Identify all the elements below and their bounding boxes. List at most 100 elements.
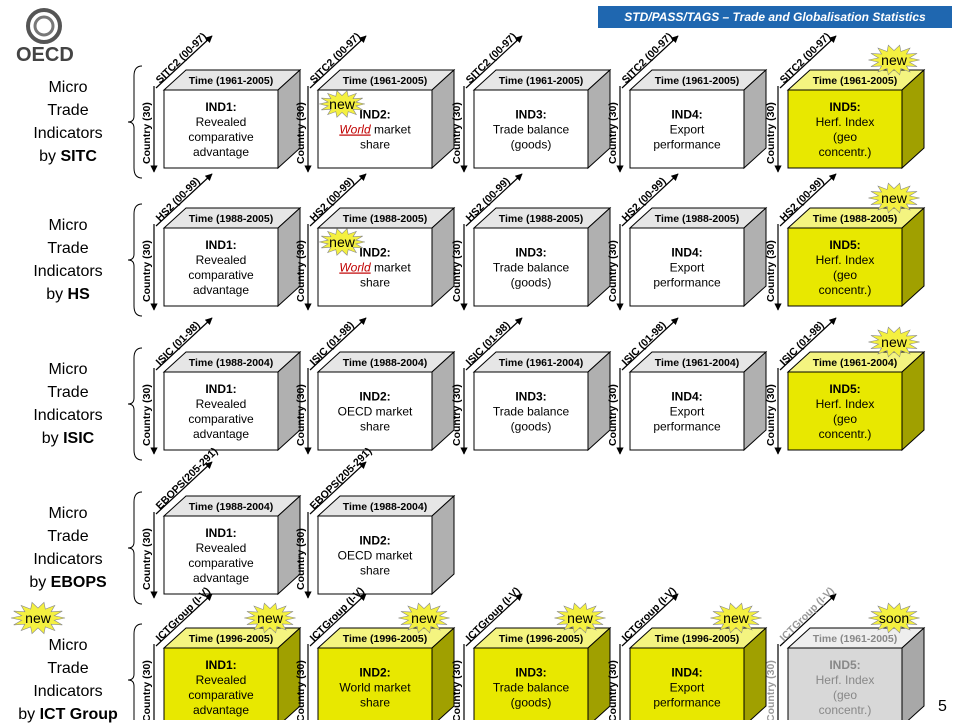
row-title-line: by SITC bbox=[39, 148, 97, 165]
indicator-description: Trade balance bbox=[493, 681, 570, 695]
dimension-arrow bbox=[309, 35, 367, 89]
country-label: Country (30) bbox=[451, 102, 463, 164]
cube-front-face bbox=[787, 647, 903, 720]
country-label: Country (30) bbox=[765, 102, 777, 164]
row-title-line: Micro bbox=[48, 361, 88, 378]
indicator-description: share bbox=[360, 696, 390, 710]
indicator-description: World market bbox=[339, 261, 411, 275]
indicator-description: (goods) bbox=[511, 420, 552, 434]
indicator-description: performance bbox=[653, 696, 721, 710]
row-title-line: Indicators bbox=[33, 551, 103, 568]
country-label: Country (30) bbox=[295, 240, 307, 302]
indicator-code: IND1: bbox=[205, 100, 236, 114]
indicator-description: World market bbox=[339, 681, 411, 695]
indicator-description: Export bbox=[670, 123, 705, 137]
dimension-arrow bbox=[779, 593, 837, 647]
new-badge-burst bbox=[554, 602, 606, 634]
dimension-arrow bbox=[465, 317, 523, 371]
indicator-description: advantage bbox=[193, 571, 249, 585]
row-title-line: by HS bbox=[46, 286, 90, 303]
new-badge-burst bbox=[710, 602, 762, 634]
new-badge-burst bbox=[319, 90, 365, 118]
indicator-description: Herf. Index bbox=[816, 253, 875, 267]
row-brace bbox=[127, 491, 143, 605]
indicator-description: concentr.) bbox=[819, 427, 872, 441]
cube-front-face bbox=[787, 371, 903, 451]
time-range-label: Time (1961-2005) bbox=[813, 75, 897, 87]
time-range-label: Time (1961-2005) bbox=[813, 633, 897, 645]
badge-label: new bbox=[411, 610, 438, 626]
cube-front-face bbox=[629, 371, 745, 451]
indicator-code: IND4: bbox=[671, 390, 702, 404]
row-brace bbox=[127, 65, 143, 179]
indicator-description: (goods) bbox=[511, 276, 552, 290]
time-range-label: Time (1988-2004) bbox=[343, 501, 427, 513]
dimension-arrow bbox=[621, 317, 679, 371]
cube-front-face bbox=[629, 647, 745, 720]
badge-label: new bbox=[329, 234, 356, 250]
indicator-code: IND3: bbox=[515, 108, 546, 122]
indicator-description: World market bbox=[339, 123, 411, 137]
highlight-word: World bbox=[339, 123, 371, 137]
indicator-description: Export bbox=[670, 681, 705, 695]
logo-text: OECD bbox=[16, 44, 74, 66]
indicator-description: share bbox=[360, 420, 390, 434]
indicator-description: Revealed bbox=[196, 541, 247, 555]
time-range-label: Time (1988-2004) bbox=[343, 357, 427, 369]
dimension-arrow bbox=[465, 593, 523, 647]
indicator-code: IND4: bbox=[671, 666, 702, 680]
row-title-line: Micro bbox=[48, 79, 88, 96]
dimension-arrow bbox=[465, 35, 523, 89]
indicator-description: Herf. Index bbox=[816, 397, 875, 411]
cube-front-face bbox=[629, 89, 745, 169]
indicator-description: performance bbox=[653, 420, 721, 434]
time-range-label: Time (1988-2005) bbox=[189, 213, 273, 225]
country-label: Country (30) bbox=[295, 528, 307, 590]
indicator-code: IND2: bbox=[359, 246, 390, 260]
indicator-description: Herf. Index bbox=[816, 673, 875, 687]
indicator-description: performance bbox=[653, 276, 721, 290]
country-label: Country (30) bbox=[141, 660, 153, 720]
time-range-label: Time (1988-2004) bbox=[189, 357, 273, 369]
badge-label: new bbox=[257, 610, 284, 626]
indicator-code: IND5: bbox=[829, 100, 860, 114]
dimension-arrow bbox=[155, 173, 213, 227]
indicator-description: Revealed bbox=[196, 397, 247, 411]
new-badge-burst bbox=[319, 228, 365, 256]
row-title-line: Trade bbox=[47, 528, 89, 545]
dimension-arrow bbox=[621, 593, 679, 647]
new-badge-burst bbox=[398, 602, 450, 634]
dimension-arrow bbox=[309, 461, 367, 515]
indicator-description: (goods) bbox=[511, 138, 552, 152]
row-title-line: Indicators bbox=[33, 263, 103, 280]
dimension-arrow bbox=[779, 173, 837, 227]
indicator-description: Revealed bbox=[196, 673, 247, 687]
indicator-code: IND3: bbox=[515, 666, 546, 680]
new-badge-burst bbox=[244, 602, 296, 634]
cube-front-face bbox=[473, 647, 589, 720]
country-label: Country (30) bbox=[295, 102, 307, 164]
indicator-description: OECD market bbox=[338, 405, 413, 419]
cube-front-face bbox=[473, 371, 589, 451]
row-title-dimension: ICT Group bbox=[39, 706, 118, 723]
new-badge-burst bbox=[868, 602, 920, 634]
time-range-label: Time (1996-2005) bbox=[655, 633, 739, 645]
cube-front-face bbox=[317, 515, 433, 595]
row-title-line: Trade bbox=[47, 240, 89, 257]
indicator-code: IND5: bbox=[829, 238, 860, 252]
time-range-label: Time (1961-2005) bbox=[189, 75, 273, 87]
indicator-code: IND2: bbox=[359, 666, 390, 680]
row-title-line: Indicators bbox=[33, 407, 103, 424]
time-range-label: Time (1996-2005) bbox=[499, 633, 583, 645]
dimension-arrow bbox=[621, 173, 679, 227]
new-badge-burst bbox=[10, 601, 66, 635]
description-rest: market bbox=[371, 261, 412, 275]
indicator-description: comparative bbox=[188, 556, 254, 570]
cube-front-face bbox=[317, 647, 433, 720]
row-title-dimension: HS bbox=[67, 286, 90, 303]
